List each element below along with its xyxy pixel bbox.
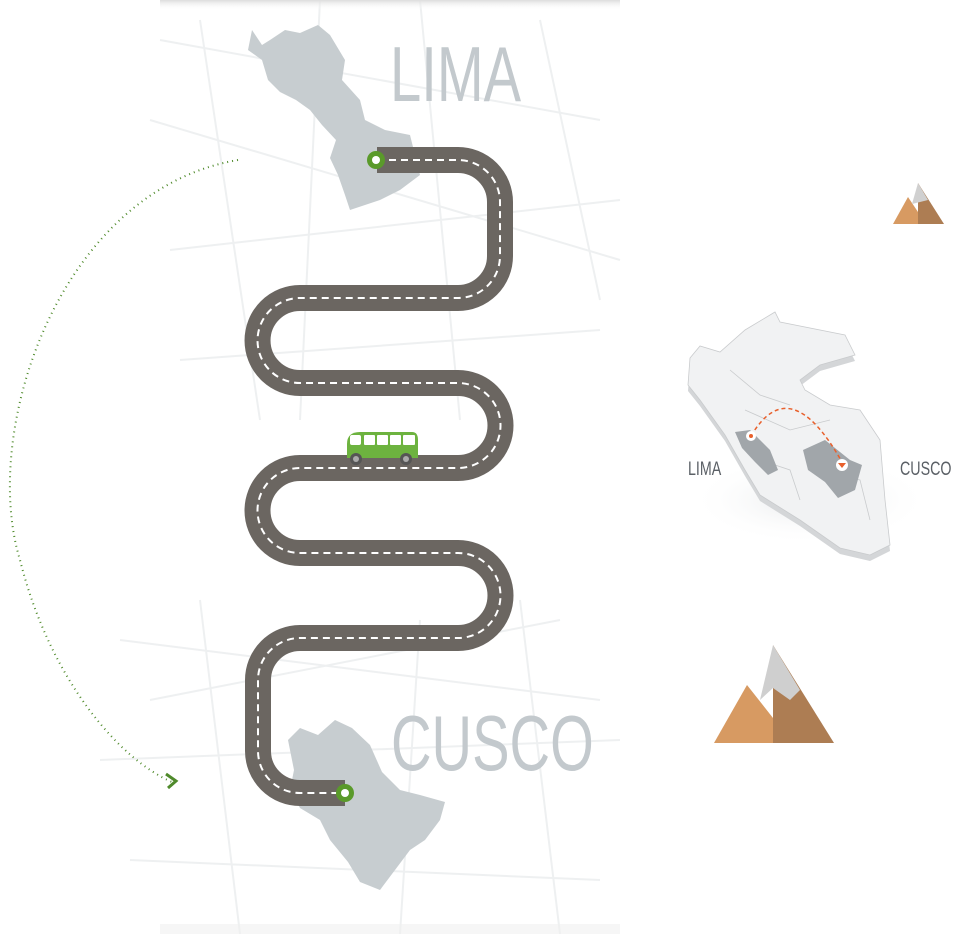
large-mountain-icon bbox=[714, 645, 834, 743]
dotted-route-arc bbox=[8, 159, 239, 783]
destination-city-label: CUSCO bbox=[391, 700, 594, 787]
destination-location-pin-icon bbox=[336, 784, 354, 802]
origin-location-pin-icon bbox=[367, 151, 385, 169]
small-mountain-icon bbox=[893, 183, 944, 224]
bottom-shadow bbox=[160, 924, 620, 934]
inset-origin-label: LIMA bbox=[688, 458, 722, 479]
arc-arrowhead-icon bbox=[165, 772, 179, 790]
winding-road bbox=[244, 147, 514, 806]
origin-city-label: LIMA bbox=[390, 31, 522, 118]
cusco-region-shape bbox=[288, 720, 445, 890]
inset-destination-label: CUSCO bbox=[900, 458, 951, 479]
top-shadow bbox=[160, 0, 620, 10]
peru-map-icon bbox=[687, 311, 930, 561]
bus-icon bbox=[347, 432, 418, 465]
